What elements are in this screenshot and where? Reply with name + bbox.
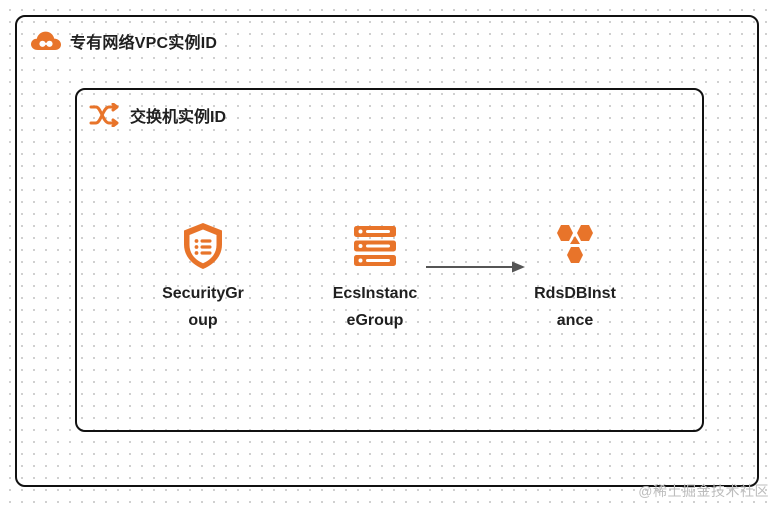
hexagon-cluster-icon bbox=[557, 225, 593, 263]
server-stack-icon bbox=[354, 226, 396, 266]
node-security-group[interactable]: SecurityGr oup bbox=[153, 220, 253, 334]
arrowhead-icon bbox=[512, 261, 525, 273]
vpc-header: 专有网络VPC实例ID bbox=[30, 29, 217, 53]
node-rds-db-instance[interactable]: RdsDBInst ance bbox=[525, 220, 625, 334]
vswitch-header: 交换机实例ID bbox=[89, 103, 226, 127]
vpc-title: 专有网络VPC实例ID bbox=[70, 35, 218, 52]
shield-list-icon bbox=[184, 223, 222, 269]
vswitch-container bbox=[75, 88, 704, 432]
node-label: EcsInstanc eGroup bbox=[332, 285, 418, 329]
cloud-icon bbox=[31, 31, 61, 50]
shuffle-icon bbox=[89, 103, 119, 127]
node-ecs-instance-group[interactable]: EcsInstanc eGroup bbox=[325, 220, 425, 334]
node-label: RdsDBInst ance bbox=[534, 285, 616, 329]
watermark: @稀土掘金技术社区 bbox=[638, 483, 769, 499]
node-label: SecurityGr oup bbox=[162, 285, 244, 329]
vpc-container bbox=[15, 15, 759, 487]
vswitch-title: 交换机实例ID bbox=[130, 109, 227, 126]
